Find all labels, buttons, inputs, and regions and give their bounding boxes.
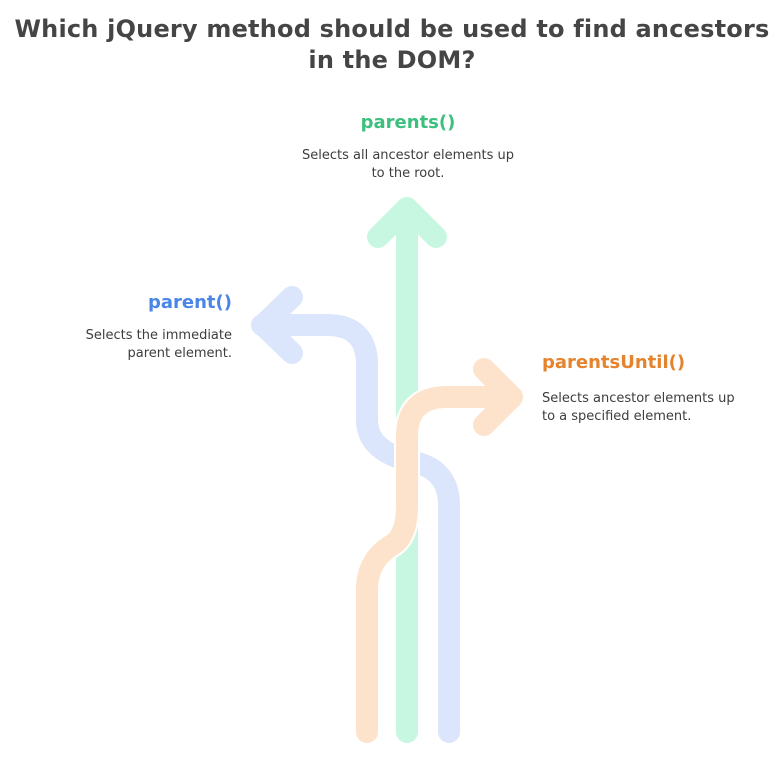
parent-path-arrow xyxy=(251,286,460,743)
page-title: Which jQuery method should be used to fi… xyxy=(14,15,770,74)
parent-method-label: parent() xyxy=(148,292,232,313)
parent-method-description: Selects the immediate parent element. xyxy=(85,328,232,361)
parents-until-path xyxy=(356,386,523,743)
parents-until-path-arrow xyxy=(354,358,525,745)
parent-path xyxy=(251,314,460,743)
parents-until-arrowhead-icon xyxy=(473,358,523,436)
parents-until-method-description: Selects ancestor elements up to a specif… xyxy=(542,391,735,424)
parents-arrowhead-icon xyxy=(367,197,447,248)
parents-until-method-label: parentsUntil() xyxy=(542,352,686,373)
parent-arrowhead-icon xyxy=(252,286,303,364)
parents-method-label: parents() xyxy=(360,112,456,133)
parents-method-description: Selects all ancestor elements up to the … xyxy=(302,148,514,181)
